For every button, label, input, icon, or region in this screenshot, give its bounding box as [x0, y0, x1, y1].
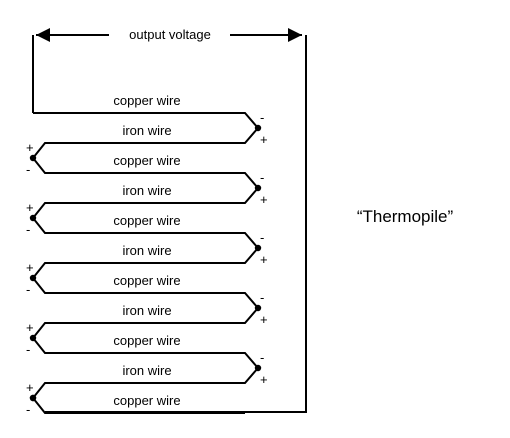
wire-10 [32, 397, 245, 414]
junction-minus-2: - [260, 170, 264, 185]
junction-plus-0: + [260, 132, 268, 147]
output-voltage-label: output voltage [129, 27, 211, 42]
junction-plus-3: - [26, 222, 30, 237]
wire-2 [32, 157, 259, 189]
junction-plus-7: - [26, 342, 30, 357]
junction-plus-8: + [260, 372, 268, 387]
wire-label-3: iron wire [122, 183, 171, 198]
junction-plus-2: + [260, 192, 268, 207]
junction-plus-9: - [26, 402, 30, 417]
junction-dot-6 [254, 304, 262, 312]
junction-minus-4: - [260, 230, 264, 245]
junction-dot-5 [29, 274, 37, 282]
wire-group [32, 112, 259, 414]
thermopile-title: “Thermopile” [357, 207, 454, 226]
junction-dot-3 [29, 214, 37, 222]
junction-minus-6: - [260, 290, 264, 305]
wire-7 [32, 307, 259, 339]
junction-minus-0: - [260, 110, 264, 125]
junction-plus-1: - [26, 162, 30, 177]
junction-plus-5: - [26, 282, 30, 297]
wire-4 [32, 217, 259, 249]
wire-label-group: copper wire iron wire copper wire iron wire… [113, 93, 180, 408]
wire-label-2: copper wire [113, 153, 180, 168]
wire-label-1: iron wire [122, 123, 171, 138]
junction-plus-6: + [260, 312, 268, 327]
wire-label-0: copper wire [113, 93, 180, 108]
wire-6 [32, 277, 259, 309]
junction-minus-8: - [260, 350, 264, 365]
junction-minus-7: + [26, 320, 34, 335]
wire-5 [32, 247, 259, 279]
junction-minus-3: + [26, 200, 34, 215]
junction-dot-0 [254, 124, 262, 132]
wire-label-7: iron wire [122, 303, 171, 318]
wire-9 [32, 367, 259, 399]
junction-minus-9: + [26, 380, 34, 395]
junction-dot-7 [29, 334, 37, 342]
wire-0 [33, 112, 259, 129]
junction-minus-5: + [26, 260, 34, 275]
wire-label-6: copper wire [113, 273, 180, 288]
junction-plus-4: + [260, 252, 268, 267]
junction-minus-1: + [26, 140, 34, 155]
junction-group: - + + - - + + - - + + - - + + - - + + - [26, 110, 268, 417]
wire-label-4: copper wire [113, 213, 180, 228]
junction-dot-final [29, 394, 37, 402]
wire-label-8: copper wire [113, 333, 180, 348]
junction-dot-1 [29, 154, 37, 162]
wire-3 [32, 187, 259, 219]
junction-dot-2 [254, 184, 262, 192]
wire-label-10: copper wire [113, 393, 180, 408]
junction-dot-4 [254, 244, 262, 252]
wire-label-9: iron wire [122, 363, 171, 378]
junction-dot-8 [254, 364, 262, 372]
wire-1 [32, 127, 259, 159]
wire-8 [32, 337, 259, 369]
wire-label-5: iron wire [122, 243, 171, 258]
